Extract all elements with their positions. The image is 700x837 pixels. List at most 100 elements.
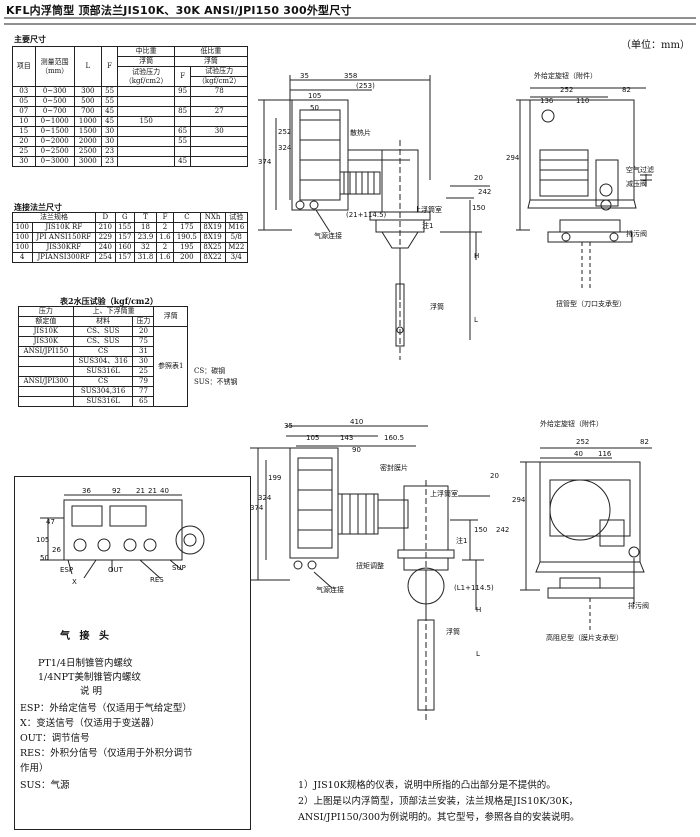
pressure-cell: [18, 396, 74, 407]
label-torque: 扭矩调整: [356, 561, 384, 570]
connector-box: [14, 476, 251, 830]
main-dims-cell: [117, 156, 175, 167]
dim-160-b: 160.5: [384, 434, 404, 442]
label-knob: 外给定旋钮（附件）: [534, 71, 597, 80]
dim-l: L: [474, 316, 478, 324]
dim-82-br: 82: [640, 438, 649, 446]
dim-l-b: L: [476, 650, 480, 658]
conn-dim-92: 92: [112, 487, 121, 495]
label-note1: 注1: [422, 221, 433, 230]
pressure-ref: 参照表1: [153, 326, 188, 407]
label-esp: ESP: [60, 566, 73, 574]
label-drain-b: 排污阀: [628, 601, 649, 610]
unit-label: （单位：mm）: [621, 40, 690, 51]
label-air-conn: 气源连接: [314, 231, 342, 240]
main-dims-cell: 0~3000: [34, 156, 75, 167]
top-right-drawing: [516, 87, 652, 290]
dim-242: 242: [478, 188, 491, 196]
sus-note: SUS：不锈钢: [194, 378, 238, 386]
dim-20-b: 20: [490, 472, 499, 480]
label-air-filter: 空气过滤: [626, 165, 654, 174]
connector-line-0: PT1/4日制锥管内螺纹: [38, 658, 133, 669]
bottom-right-labels: 252 40 116 82 294 外给定旋钮（附件） 排污阀 高阻尼型（膜片支…: [512, 419, 649, 642]
label-note1-b: 注1: [456, 536, 467, 545]
cs-note: CS：碳钢: [194, 367, 226, 375]
conn-dim-21a: 21: [136, 487, 145, 495]
dim-136-r: 136: [540, 97, 554, 105]
label-upper-chamber-b: 上浮筒室: [430, 489, 458, 498]
conn-dim-40: 40: [160, 487, 169, 495]
dim-h: H: [474, 252, 479, 260]
page-title: KFL内浮筒型 顶部法兰JIS10K、30K ANSI/JPI150 300外型…: [6, 4, 352, 17]
bottom-main-drawing: [250, 425, 490, 720]
dim-294-br: 294: [512, 496, 526, 504]
note-1: 1）JIS10K规格的仪表，说明中所指的凸出部分是不提供的。: [298, 780, 556, 791]
connector-line-6: RES：外积分信号（仅适用于外积分调节: [20, 748, 193, 759]
dim-110-r: 110: [576, 97, 589, 105]
dim-50: 50: [310, 104, 319, 112]
connector-line-2: 说 明: [80, 686, 103, 697]
dim-252-r: 252: [560, 86, 573, 94]
connector-line-1: 1/4NPT美制锥管内螺纹: [38, 672, 141, 683]
connector-line-4: X：变送信号（仅适用于变送器）: [20, 718, 160, 729]
flange-cell: 8X22: [199, 252, 226, 263]
note-2: 2）上图是以内浮筒型，顶部法兰安装，法兰规格是JIS10K/30K，: [298, 796, 579, 807]
label-out: OUT: [108, 566, 124, 574]
label-knob-b: 外给定旋钮（附件）: [540, 419, 603, 428]
dim-324: 324: [278, 144, 292, 152]
dim-143-b: 143: [340, 434, 353, 442]
caption-top-right: 扭管型（刀口支承型）: [556, 299, 626, 308]
flange-cell: JPIANSI300RF: [31, 252, 97, 263]
label-float: 浮筒: [430, 302, 444, 311]
label-float-b: 浮筒: [446, 627, 460, 636]
label-seal: 密封膜片: [380, 463, 408, 472]
connector-line-5: OUT：调节信号: [20, 733, 90, 744]
dim-410: 410: [350, 418, 363, 426]
dim-294-r: 294: [506, 154, 520, 162]
dim-82-r: 82: [622, 86, 631, 94]
flange-cell: 1.6: [155, 252, 175, 263]
label-upper-chamber: 上浮筒室: [414, 205, 442, 214]
col-range: 测量范围（mm）: [34, 46, 75, 87]
dim-40-br: 40: [574, 450, 583, 458]
label-x: X: [72, 578, 77, 586]
connector-labels: 36 92 21 21 40 47 105 26 50 ESP X OUT RE…: [36, 487, 186, 586]
dim-324-b: 324: [258, 494, 272, 502]
label-res: RES: [150, 576, 164, 584]
dim-374: 374: [258, 158, 272, 166]
dim-h-b: H: [476, 606, 481, 614]
dim-90-b: 90: [352, 446, 361, 454]
dim-252: 252: [278, 128, 291, 136]
connector-drawing: [40, 494, 205, 579]
label-drain: 排污阀: [626, 229, 647, 238]
connector-line-7: 作用）: [20, 763, 49, 774]
dim-374-b: 374: [250, 504, 264, 512]
conn-dim-21b: 21: [148, 487, 157, 495]
dim-253: (253): [356, 82, 375, 90]
label-reducer: 减压阀: [626, 179, 647, 188]
label-sup: SUP: [172, 564, 186, 572]
flange-cell: 3/4: [224, 252, 248, 263]
dim-116-br: 116: [598, 450, 612, 458]
note-3: ANSI/JPI150/300为例说明的。其它型号，参照各自的安装说明。: [298, 812, 580, 823]
dim-21-114: (21+114.5): [346, 211, 387, 219]
bottom-main-labels: 410 35 105 143 160.5 90 199 324 374 20 1…: [250, 418, 509, 658]
top-main-drawing: [258, 75, 490, 360]
dim-105: 105: [308, 92, 321, 100]
main-dims-cell: [190, 156, 248, 167]
dim-35-b: 35: [284, 422, 293, 430]
dim-199-b: 199: [268, 474, 281, 482]
dim-105-b: 105: [306, 434, 319, 442]
dim-20: 20: [474, 174, 483, 182]
dim-150-b: 150: [474, 526, 487, 534]
dim-358: 358: [344, 72, 357, 80]
conn-dim-36: 36: [82, 487, 91, 495]
